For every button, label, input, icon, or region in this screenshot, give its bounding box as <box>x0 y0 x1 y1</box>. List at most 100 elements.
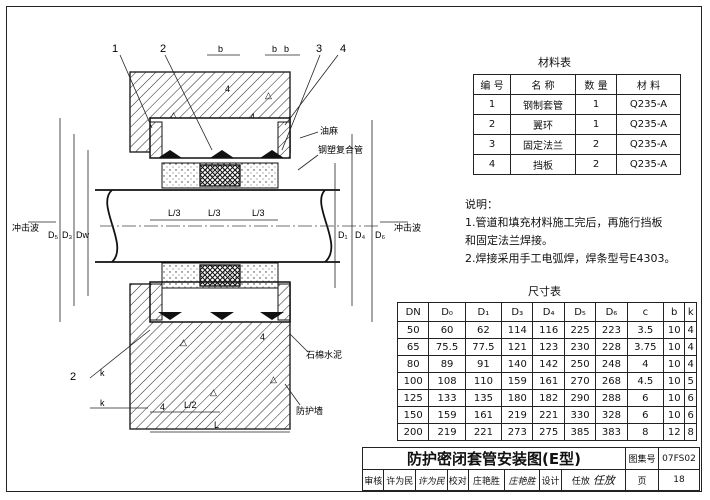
svg-text:4: 4 <box>260 332 265 342</box>
dimensions-cell: 225 <box>563 321 597 339</box>
dimensions-cell: 77.5 <box>464 338 503 356</box>
dimensions-cell: 383 <box>595 423 628 441</box>
dimensions-cell: 6 <box>684 389 697 407</box>
dimensions-cell: 4 <box>684 355 697 373</box>
dimensions-cell: 110 <box>464 372 503 390</box>
check-label: 校对 <box>446 469 470 491</box>
dimensions-cell: 10 <box>662 406 686 424</box>
materials-cell: 2 <box>575 154 617 175</box>
impact-wave-right: 冲击波 <box>394 222 421 233</box>
dimensions-cell: 4 <box>626 355 664 373</box>
notes-line: 1.管道和填充材料施工完后，再施行挡板 <box>465 216 663 229</box>
notes-heading: 说明： <box>465 198 498 211</box>
dim-D4: D₄ <box>355 230 365 240</box>
callout-3: 3 <box>316 43 322 55</box>
dimensions-header-cell: D₆ <box>595 302 628 322</box>
checker-name: 庄艳胜 <box>468 469 505 491</box>
dimensions-cell: 60 <box>428 321 466 339</box>
asbestos-cement-label: 石棉水泥 <box>306 349 342 360</box>
dimensions-cell: 91 <box>464 355 503 373</box>
drawing-title: 防护密闭套管安装图(E型) <box>362 447 626 470</box>
protective-wall-label: 防护墙 <box>296 405 323 416</box>
dim-l3-1: L/3 <box>168 208 181 218</box>
materials-cell: 2 <box>575 134 617 155</box>
dimensions-cell: 385 <box>563 423 597 441</box>
dimensions-cell: 10 <box>662 389 686 407</box>
dimensions-cell: 80 <box>396 355 430 373</box>
weld-k-2: k <box>100 398 105 408</box>
impact-wave-left: 冲击波 <box>12 222 39 233</box>
dimensions-cell: 219 <box>428 423 466 441</box>
materials-header-cell: 数 量 <box>575 74 617 95</box>
dimensions-header-cell: D₀ <box>428 302 466 322</box>
dimensions-cell: 4 <box>684 338 697 356</box>
materials-cell: 1 <box>575 94 617 115</box>
dimensions-cell: 10 <box>662 355 686 373</box>
svg-text:△: △ <box>265 90 272 100</box>
materials-cell: 固定法兰 <box>510 134 576 155</box>
reviewer-signature: 许为民 <box>415 469 448 491</box>
dimension-lines <box>28 54 408 433</box>
dimensions-header-cell: k <box>684 302 697 322</box>
dim-D6: D₆ <box>375 230 385 240</box>
atlas-number: 07FS02 <box>658 447 700 470</box>
designer-name-text: 任放 <box>571 477 590 487</box>
dimensions-cell: 75.5 <box>428 338 466 356</box>
pipe <box>95 189 380 263</box>
oil-hemp-label: 油麻 <box>320 125 338 136</box>
dimensions-cell: 10 <box>662 372 686 390</box>
dimensions-cell: 3.75 <box>626 338 664 356</box>
dimensions-cell: 8 <box>626 423 664 441</box>
materials-cell: 3 <box>473 134 511 155</box>
b-right-2: b <box>284 44 289 54</box>
dimensions-cell: 114 <box>501 321 534 339</box>
materials-cell: Q235-A <box>616 94 681 115</box>
dimensions-cell: 10 <box>662 321 686 339</box>
dimensions-cell: 100 <box>396 372 430 390</box>
dimensions-cell: 273 <box>501 423 534 441</box>
dimensions-cell: 135 <box>464 389 503 407</box>
drawing-frame <box>6 6 702 492</box>
svg-text:△: △ <box>210 387 217 397</box>
reviewer-name: 许为民 <box>383 469 416 491</box>
materials-cell: Q235-A <box>616 114 681 135</box>
dimensions-cell: 6 <box>626 406 664 424</box>
b-right-1: b <box>272 44 277 54</box>
b-left: b <box>218 44 223 54</box>
dimensions-cell: 161 <box>464 406 503 424</box>
notes-line: 2.焊接采用手工电弧焊，焊条型号E4303。 <box>465 252 676 265</box>
materials-cell: 钢制套管 <box>510 94 576 115</box>
dimensions-cell: 10 <box>662 338 686 356</box>
svg-text:△: △ <box>180 337 187 347</box>
designer-name: 任放 任放 <box>560 469 627 491</box>
dimensions-header-cell: D₅ <box>563 302 597 322</box>
steel-composite-label: 钢塑复合管 <box>318 144 363 155</box>
materials-row: 2 翼环 1 Q235-A <box>473 114 681 135</box>
callout-1: 1 <box>112 43 118 55</box>
dim-D5: D₅ <box>48 230 58 240</box>
weld-2: 2 <box>70 371 76 383</box>
dimensions-cell: 248 <box>595 355 628 373</box>
dimensions-header-cell: D₁ <box>464 302 503 322</box>
dimensions-cell: 275 <box>532 423 565 441</box>
dimensions-cell: 223 <box>595 321 628 339</box>
materials-header-cell: 材 料 <box>616 74 681 95</box>
dimensions-cell: 50 <box>396 321 430 339</box>
dimensions-header-cell: b <box>662 302 686 322</box>
dimensions-cell: 288 <box>595 389 628 407</box>
steel-sleeve <box>149 117 291 323</box>
dimensions-cell: 6 <box>684 406 697 424</box>
svg-text:4: 4 <box>225 84 230 94</box>
dimensions-cell: 62 <box>464 321 503 339</box>
dimensions-cell: 250 <box>563 355 597 373</box>
dimensions-cell: 8 <box>684 423 697 441</box>
dimensions-cell: 133 <box>428 389 466 407</box>
materials-row: 1 钢制套管 1 Q235-A <box>473 94 681 115</box>
atlas-label: 图集号 <box>625 447 659 470</box>
weld-k-1: k <box>100 368 105 378</box>
